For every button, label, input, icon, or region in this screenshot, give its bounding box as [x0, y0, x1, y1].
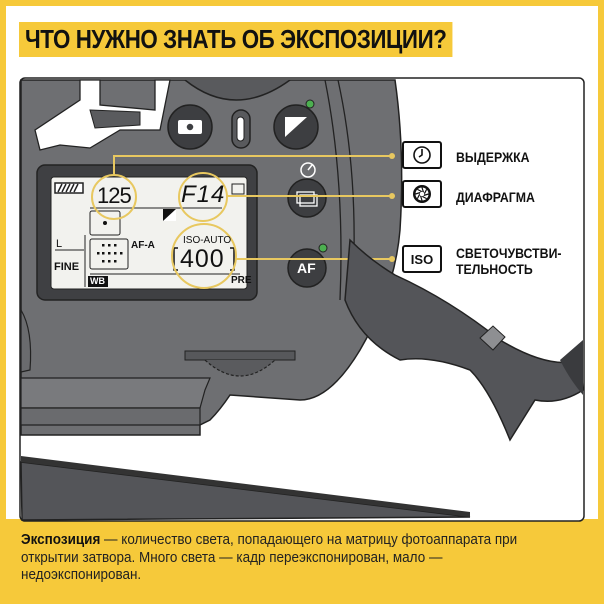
iso-icon: ISO [410, 251, 434, 267]
release-mode-button [287, 178, 327, 218]
iso-auto-label: ISO-AUTO [183, 235, 232, 246]
legend-aperture-label: ДИАФРАГМА [456, 189, 535, 205]
aperture-readout: F14 [181, 181, 226, 208]
shutter-speed-readout: 125 [97, 183, 132, 208]
legend-iso-label-line1: СВЕТОЧУВСТВИ- [456, 245, 562, 261]
legend-iso-label-line2: ТЕЛЬНОСТЬ [456, 261, 533, 277]
clock-icon [413, 146, 431, 164]
iso-readout: 400 [180, 245, 225, 273]
aperture-icon [413, 185, 431, 203]
caption-text: Экспозиция — количество света, попадающе… [21, 532, 551, 585]
wb-readout: WB [90, 276, 105, 286]
quality-readout: FINE [54, 261, 80, 273]
pre-readout: PRE [231, 275, 252, 286]
image-size-readout: L [56, 238, 63, 250]
legend-aperture-box [402, 180, 442, 208]
legend-shutter-label: ВЫДЕРЖКА [456, 149, 530, 165]
af-mode-readout: AF-A [131, 240, 155, 251]
page-title: ЧТО НУЖНО ЗНАТЬ ОБ ЭКСПОЗИЦИИ? [19, 22, 453, 57]
af-button-label: AF [297, 260, 316, 276]
caption-term: Экспозиция [21, 532, 101, 548]
caption-definition: — количество света, попадающего на матри… [21, 532, 518, 583]
legend-iso-box: ISO [402, 245, 442, 273]
legend-shutter-box [402, 141, 442, 169]
